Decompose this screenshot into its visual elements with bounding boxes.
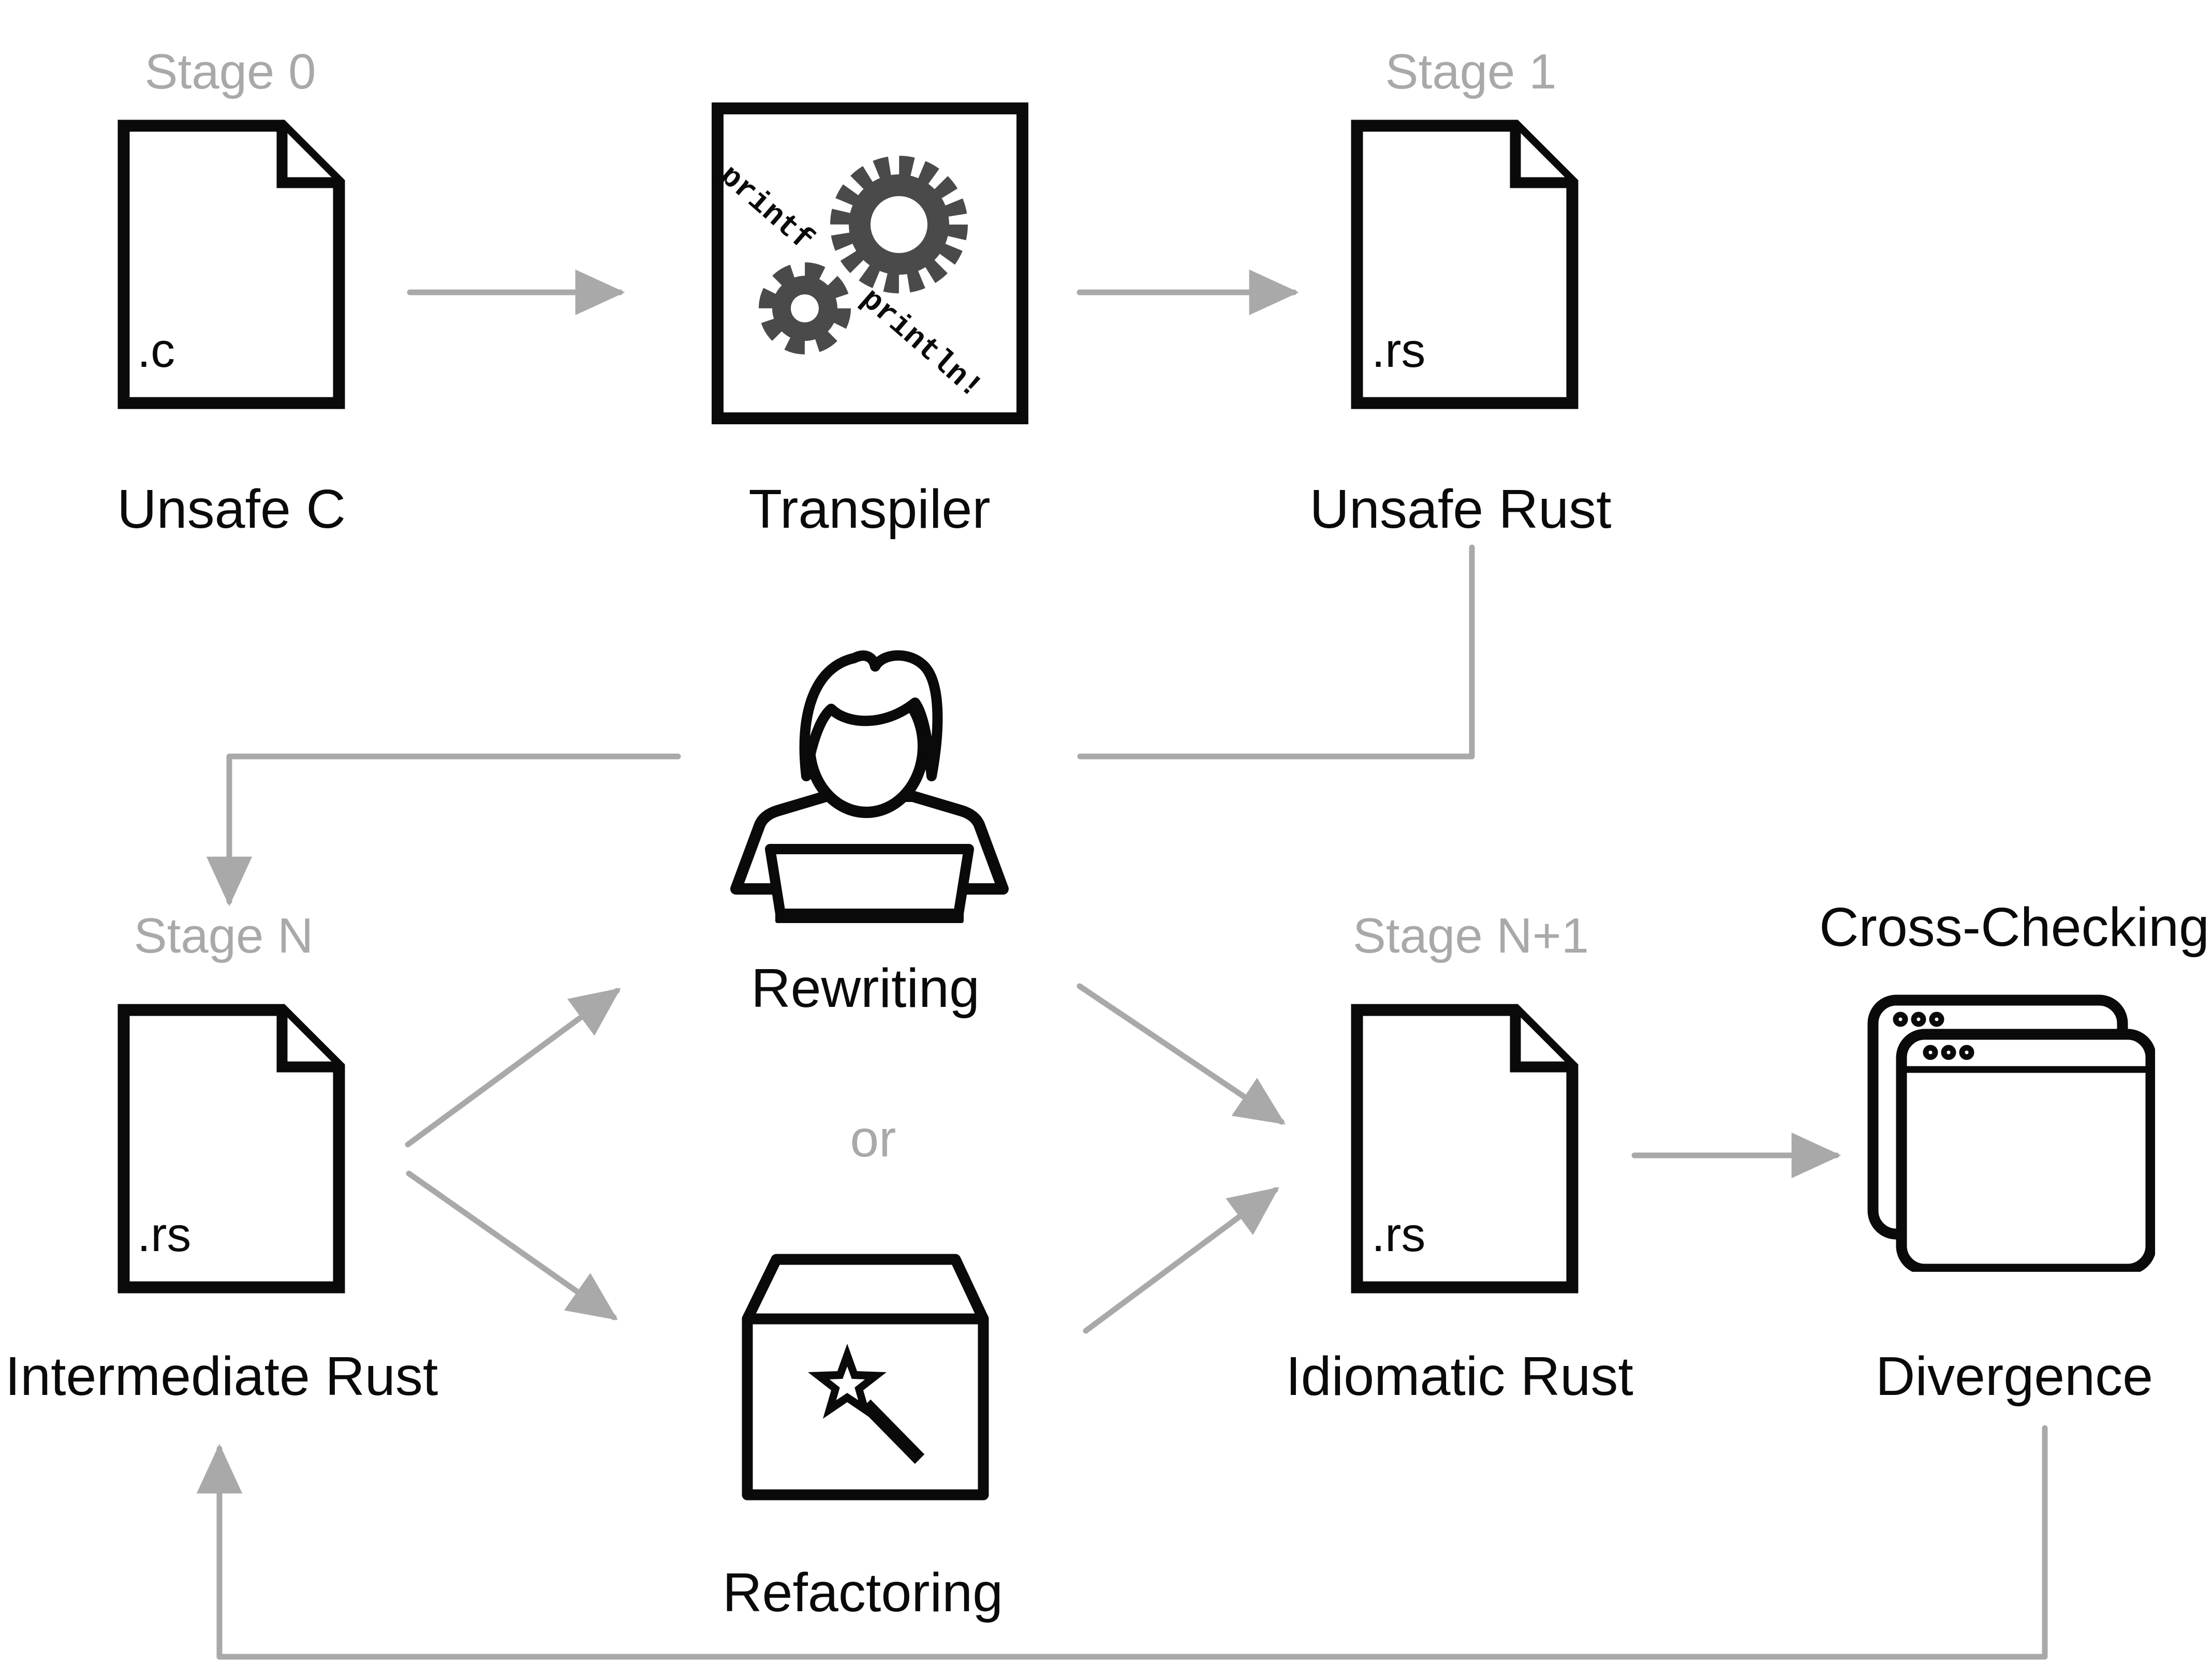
stage-n-label: Stage N <box>134 908 314 963</box>
idiomatic-rust-label: Idiomatic Rust <box>1286 1346 1633 1407</box>
gear-hole-large <box>871 196 927 253</box>
unsafe-c-label: Unsafe C <box>117 479 346 540</box>
arrow-rewriting-loop-to-stage-n <box>206 753 681 907</box>
window-front-dots <box>1923 1045 1974 1060</box>
file-ext-rs-stage-n: .rs <box>137 1207 191 1261</box>
or-label: or <box>850 1110 896 1168</box>
file-ext-c: .c <box>137 323 175 377</box>
cross-checking-label: Cross-Checking <box>1819 897 2210 958</box>
wand-stick <box>861 1399 925 1464</box>
connector-unsafe-rust-to-rewriting <box>1077 544 1475 760</box>
person-at-laptop-icon <box>730 650 1009 923</box>
arrow-rewriting-to-idiomatic <box>1076 983 1286 1125</box>
arrow-feedback-divergence-to-intermediate <box>196 1425 2048 1660</box>
rs-file-icon-stage-n1 <box>1351 1004 1579 1294</box>
arrow-intermediate-to-refactoring <box>406 1170 618 1320</box>
laptop-base <box>775 911 964 923</box>
stage-1-label: Stage 1 <box>1385 44 1557 99</box>
person-hair <box>799 650 943 781</box>
refactoring-label: Refactoring <box>722 1562 1004 1623</box>
box-lid <box>742 1254 989 1325</box>
file-ext-rs-stage-n1: .rs <box>1372 1207 1426 1261</box>
gear-teeth-large <box>830 156 968 293</box>
c-file-icon <box>117 120 345 409</box>
rs-file-icon-stage1 <box>1351 120 1579 409</box>
window-back-dots <box>1893 1012 1944 1027</box>
transpiler-box: printf println! <box>712 102 1028 424</box>
stage-n1-label: Stage N+1 <box>1352 908 1589 963</box>
laptop-lid <box>765 844 974 919</box>
stage-0-label: Stage 0 <box>144 44 316 99</box>
gear-hole-small <box>791 294 819 322</box>
magic-wand-box-icon <box>742 1254 989 1500</box>
divergence-label: Divergence <box>1875 1346 2154 1407</box>
wand-star-hole <box>829 1366 865 1401</box>
intermediate-rust-label: Intermediate Rust <box>5 1346 438 1407</box>
arrow-refactoring-to-idiomatic <box>1083 1187 1279 1334</box>
transpiler-label: Transpiler <box>748 479 991 540</box>
unsafe-rust-label: Unsafe Rust <box>1309 479 1612 540</box>
window-front <box>1896 1029 2155 1272</box>
transpiler-gears-icon <box>712 102 1028 424</box>
file-ext-rs-stage1: .rs <box>1372 323 1426 377</box>
arrow-intermediate-to-rewriting <box>405 988 621 1148</box>
rewriting-label: Rewriting <box>751 958 980 1019</box>
rs-file-icon-stage-n <box>117 1004 345 1294</box>
windows-stack-icon <box>1867 994 2155 1272</box>
gear-teeth-small <box>759 262 851 354</box>
